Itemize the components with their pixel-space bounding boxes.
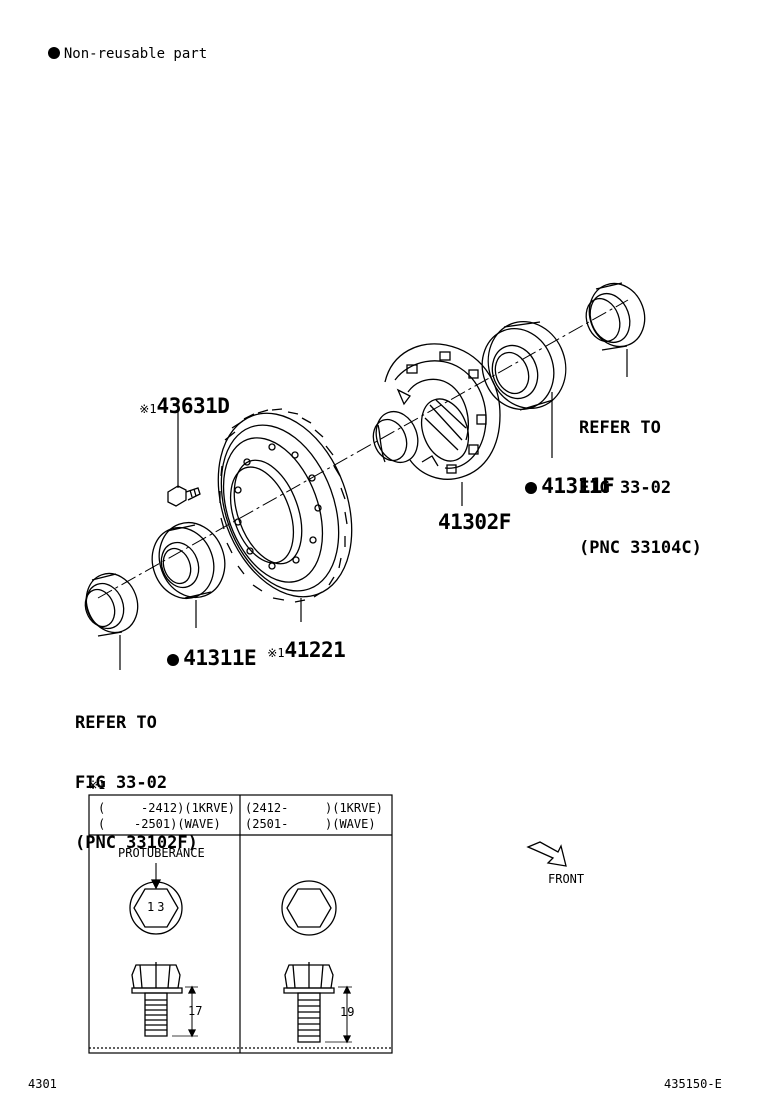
differential-case [372,343,501,480]
refer-note-left[interactable]: REFER TO FIG 33-02 (PNC 33102F) [75,673,198,873]
part-number: 41311F [541,474,615,498]
col2-line1-start: (2412- [245,801,289,815]
col1-line1-range: -2412)(1KRVE) [141,801,235,815]
ring-gear [217,408,353,603]
col1-line1-open: ( [98,801,106,815]
ref-line: (PNC 33102F) [75,833,198,853]
callout-41302F[interactable]: 41302F [438,510,511,534]
non-reusable-symbol-icon [525,482,538,494]
callout-43631D[interactable]: ※143631D [120,380,230,418]
callout-mark: ※1 [139,402,157,416]
col2-line1-model: )(1KRVE) [325,801,383,815]
bolt-2-drawings [281,880,352,1044]
page-code: 4301 [28,1077,57,1091]
table-mark: ※1 [88,778,106,792]
callout-41311E[interactable]: 41311E [148,632,257,670]
refer-note-right[interactable]: REFER TO FIG 33-02 (PNC 33104C) [579,378,702,578]
ref-line: REFER TO [75,713,157,733]
bolt-2-length: 19 [340,1005,355,1019]
callout-41311F[interactable]: 41311F [506,460,615,498]
legend: Non-reusable part [31,33,207,61]
bolt-1-length: 17 [188,1004,203,1018]
center-axis [97,299,629,599]
figure-code: 435150-E [664,1077,722,1091]
head-mark: 13 [147,900,168,914]
ref-line: FIG 33-02 [75,773,168,793]
front-label: FRONT [548,872,585,886]
non-reusable-symbol-icon [167,654,180,666]
part-number: 41311E [183,646,257,670]
leader-lines [119,349,628,670]
ring-gear-bolt [167,485,201,507]
ref-line: FIG 33-02 [579,478,672,498]
oil-seal-left [84,572,139,637]
ref-line: (PNC 33104C) [579,538,702,558]
callout-mark: ※1 [267,646,285,660]
callout-41221[interactable]: ※141221 [248,624,345,661]
part-number: 43631D [156,394,230,418]
bolt-spec-table [88,794,393,1054]
front-arrow-icon [526,841,567,867]
oil-seal-right [585,282,646,351]
bearing-left [151,522,226,600]
protuberance-note: PROTUBERANCE [118,846,205,860]
non-reusable-symbol-icon [47,47,60,59]
bearing-right [481,321,567,411]
col2-line2-start: (2501- [245,817,289,831]
part-number: 41221 [284,638,346,662]
legend-text: Non-reusable part [63,46,208,62]
col2-line2-model: )(WAVE) [325,817,376,831]
bolt-1-drawings [129,863,198,1038]
ref-line: REFER TO [579,418,661,438]
col1-line2-range: -2501)(WAVE) [134,817,221,831]
col1-line2-open: ( [98,817,106,831]
